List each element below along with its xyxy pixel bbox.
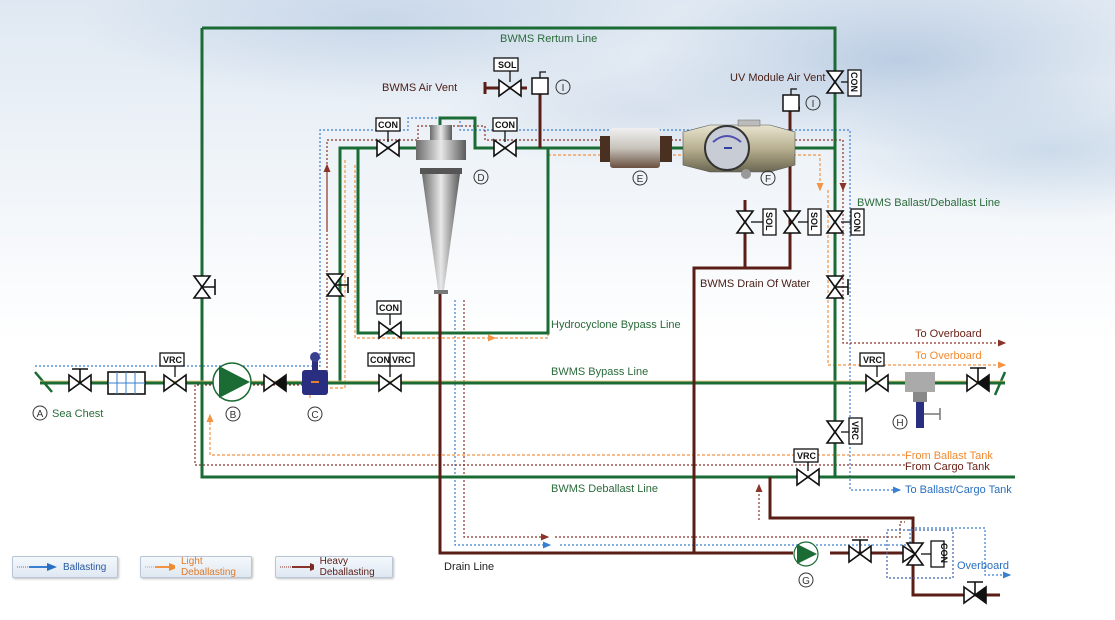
label-deballast-line: BWMS Deballast Line bbox=[551, 483, 658, 495]
tag-con-hydro-inlet: CON bbox=[378, 120, 398, 130]
heavy-deballasting-arrow-icon bbox=[280, 563, 314, 571]
component-markers bbox=[32, 79, 908, 588]
label-air-vent: BWMS Air Vent bbox=[382, 82, 457, 94]
marker-f: F bbox=[765, 174, 771, 185]
tag-con-bypass: CON bbox=[370, 355, 390, 365]
vrc-valve-vertical bbox=[826, 420, 844, 444]
main-pipes bbox=[34, 26, 1015, 479]
heavy-deballasting-flow-lines bbox=[194, 125, 1007, 541]
legend-heavy-deballasting: Heavy Deballasting bbox=[275, 556, 393, 578]
ballast-pump[interactable] bbox=[212, 362, 252, 402]
back-pressure-unit[interactable] bbox=[905, 372, 941, 428]
legend-ballasting-label: Ballasting bbox=[63, 561, 107, 573]
sol-valve-drain-1 bbox=[736, 210, 754, 234]
label-to-overboard-heavy: To Overboard bbox=[915, 328, 982, 340]
con-vrc-bypass-valve bbox=[378, 374, 402, 392]
drain-pump[interactable] bbox=[793, 541, 819, 567]
air-vent-box-2[interactable] bbox=[782, 88, 800, 112]
valves[interactable] bbox=[68, 70, 990, 604]
check-valve-pump bbox=[263, 374, 287, 392]
tag-vrc-inlet: VRC bbox=[163, 355, 183, 365]
label-drain-line: Drain Line bbox=[444, 561, 494, 573]
tag-vrc-vertical: VRC bbox=[850, 421, 860, 441]
legend-light-deballasting-label: Light Deballasting bbox=[180, 556, 236, 578]
valve-tags bbox=[159, 57, 945, 568]
label-drain-of-water: BWMS Drain Of Water bbox=[700, 278, 811, 290]
marker-d: D bbox=[477, 173, 484, 184]
label-to-ballast-cargo-tank: To Ballast/Cargo Tank bbox=[905, 484, 1012, 496]
air-vent-box-1[interactable] bbox=[531, 71, 549, 95]
marker-a: A bbox=[37, 409, 44, 420]
sol-valve-air-vent bbox=[498, 79, 522, 97]
strainer[interactable] bbox=[107, 371, 146, 395]
label-bypass-line: BWMS Bypass Line bbox=[551, 366, 648, 378]
label-to-overboard-light: To Overboard bbox=[915, 350, 982, 362]
return-line-pipe bbox=[202, 26, 837, 477]
vrc-valve-overboard bbox=[865, 374, 889, 392]
tag-sol-drain-1: SOL bbox=[764, 212, 774, 231]
tag-con-hydro-bypass: CON bbox=[379, 303, 399, 313]
con-valve-ballast-line bbox=[826, 210, 844, 234]
marker-b: B bbox=[230, 410, 237, 421]
vrc-valve-inlet bbox=[163, 374, 187, 392]
flow-meter[interactable] bbox=[302, 352, 328, 395]
label-from-ballast-tank: From Ballast Tank bbox=[905, 450, 993, 462]
marker-i-1: I bbox=[562, 83, 565, 94]
con-valve-hydro-outlet bbox=[493, 139, 517, 157]
tag-con-ballast: CON bbox=[852, 212, 862, 232]
con-valve-return bbox=[826, 70, 844, 94]
marker-c: C bbox=[311, 410, 318, 421]
marker-e: E bbox=[637, 174, 644, 185]
sol-valve-drain-2 bbox=[783, 210, 801, 234]
ballasting-arrow-icon bbox=[17, 563, 57, 571]
ballasting-flow-lines bbox=[35, 117, 1012, 579]
marker-i-2: I bbox=[812, 99, 815, 110]
label-ballast-deballast-line: BWMS Ballast/Deballast Line bbox=[857, 197, 1000, 209]
deballast-line-pipe bbox=[200, 28, 1015, 479]
label-from-cargo-tank: From Cargo Tank bbox=[905, 461, 990, 473]
tag-sol-drain-2: SOL bbox=[809, 212, 819, 231]
tag-con-three-way: CON bbox=[939, 543, 949, 563]
tag-con-return: CON bbox=[849, 72, 859, 92]
label-return-line: BWMS Rertum Line bbox=[500, 33, 597, 45]
label-hydrocyclone-bypass: Hydrocyclone Bypass Line bbox=[551, 319, 681, 331]
label-sea-chest: Sea Chest bbox=[52, 408, 103, 420]
vrc-valve-deballast bbox=[796, 468, 820, 486]
tag-con-hydro-outlet: CON bbox=[495, 120, 515, 130]
light-deballasting-arrow-icon bbox=[145, 563, 175, 571]
tag-vrc-deballast: VRC bbox=[797, 451, 817, 461]
con-valve-hydro-inlet bbox=[376, 139, 400, 157]
legend-light-deballasting: Light Deballasting bbox=[140, 556, 252, 578]
uv-module[interactable] bbox=[682, 119, 796, 179]
marker-g: G bbox=[802, 576, 810, 587]
tag-vrc-bypass: VRC bbox=[392, 355, 412, 365]
legend-ballasting: Ballasting bbox=[12, 556, 118, 578]
marker-h: H bbox=[896, 418, 903, 429]
tag-vrc-overboard: VRC bbox=[863, 355, 883, 365]
filter-unit[interactable] bbox=[600, 128, 672, 168]
tag-sol-air-vent: SOL bbox=[498, 60, 517, 70]
hydrocyclone[interactable] bbox=[416, 125, 466, 294]
label-uv-air-vent: UV Module Air Vent bbox=[730, 72, 825, 84]
three-way-valve-box bbox=[886, 529, 954, 579]
legend-heavy-deballasting-label: Heavy Deballasting bbox=[319, 556, 375, 578]
label-overboard: Overboard bbox=[957, 560, 1009, 572]
